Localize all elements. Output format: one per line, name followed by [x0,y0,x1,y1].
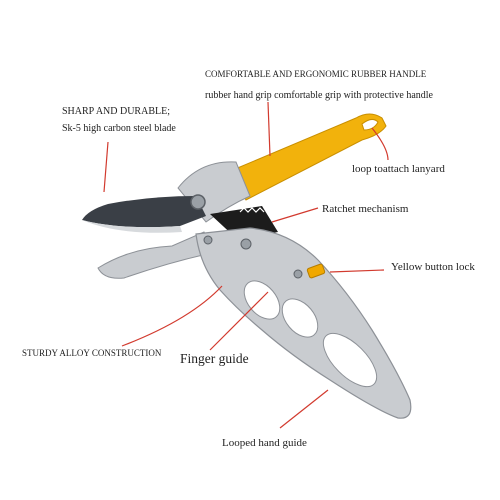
pivot-bolt [190,194,206,210]
rivet [293,269,303,279]
leader-looped [279,389,329,429]
finger-loop-2 [281,298,319,338]
button-lock-label: Yellow button lock [391,261,475,273]
leader-lanyard [371,127,389,161]
leader-finger [209,291,269,351]
leader-button [329,269,385,273]
leader-alloy [121,285,223,347]
rivet [203,235,213,245]
steel-blade [82,196,206,228]
rivet [240,238,252,250]
yellow-rubber-handle [227,113,387,201]
lower-alloy-jaw [97,231,217,279]
lanyard-label: loop toattach lanyard [352,163,445,175]
blade-edge [82,220,182,233]
yellow-lock-button [306,263,326,279]
looped-guide-label: Looped hand guide [222,437,307,449]
alloy-label: STURDY ALLOY CONSTRUCTION [22,348,162,358]
finger-loop-3 [322,332,378,388]
lanyard-loop [361,118,379,131]
leader-handle [267,101,271,157]
blade-desc-label: Sk-5 high carbon steel blade [62,123,176,134]
finger-guide-label: Finger guide [180,351,249,366]
handle-title-label: COMFORTABLE AND ERGONOMIC RUBBER HANDLE [205,69,427,79]
leader-lines [103,101,389,429]
handle-desc-label: rubber hand grip comfortable grip with p… [205,90,433,101]
leader-blade [103,141,109,193]
blade-title-label: SHARP AND DURABLE; [62,106,170,117]
ratchet-label: Ratchet mechanism [322,203,409,215]
leader-ratchet [271,207,319,223]
